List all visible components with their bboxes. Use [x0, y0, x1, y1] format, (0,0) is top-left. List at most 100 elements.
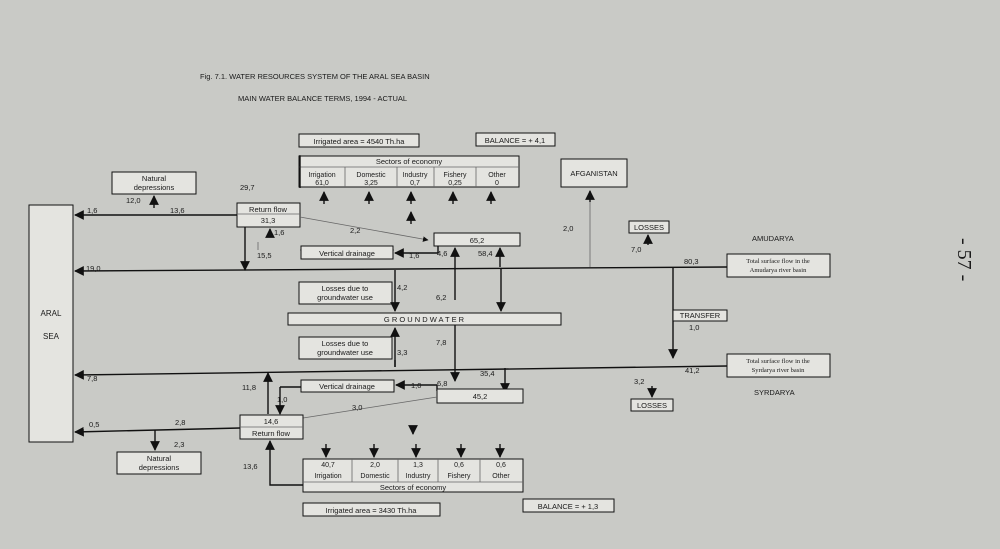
bottom-sector-other-value: 0,6	[496, 462, 506, 469]
transfer-box	[672, 309, 728, 322]
flow-value: 3,2	[634, 377, 644, 386]
flow-value: 29,7	[240, 183, 255, 192]
flow-value: 58,4	[478, 249, 493, 258]
syrdarya-source-line2: Syrdarya river basin	[752, 367, 805, 374]
flow-value: 2,2	[350, 226, 360, 235]
flow-value: 41,2	[685, 366, 700, 375]
flow-value: 1,0	[411, 381, 421, 390]
top-return-flow-value: 31,3	[261, 216, 276, 225]
figure-title: Fig. 7.1. WATER RESOURCES SYSTEM OF THE …	[200, 72, 430, 81]
flow-value: 6,2	[436, 293, 446, 302]
bottom-sector-other-name: Other	[492, 473, 510, 480]
top-sectors-box	[298, 155, 520, 188]
top-natural-depressions-box	[111, 171, 197, 195]
losses-groundwater-box-top	[298, 281, 393, 305]
flow-value: 4,2	[397, 283, 407, 292]
flow-value: 7,8	[436, 338, 446, 347]
aral-sea-box	[28, 204, 74, 443]
bottom-losses: LOSSES	[637, 401, 667, 410]
amudarya-label: AMUDARYA	[752, 234, 794, 243]
bottom-return-flow-value: 14,6	[264, 417, 279, 426]
top-sector-domestic-name: Domestic	[356, 172, 386, 179]
syrdarya-label: SYRDARYA	[754, 388, 795, 397]
top-sector-fishery-value: 0,25	[448, 180, 462, 187]
flow-value: 1,6	[409, 251, 419, 260]
flow-value: 19,0	[86, 264, 101, 273]
top-vertical-drainage-box	[300, 245, 394, 260]
bottom-losses-box	[630, 398, 674, 412]
flow-value: 35,4	[480, 369, 495, 378]
bottom-natural-depressions-box	[116, 451, 202, 475]
bottom-return-flow-label: Return flow	[252, 429, 291, 438]
top-sector-upward-arrows	[319, 191, 496, 224]
flow-value: 7,8	[87, 374, 97, 383]
flow-value: 2,3	[174, 440, 184, 449]
flow-value: 2,8	[175, 418, 185, 427]
bottom-irrigated-area-box	[302, 502, 441, 517]
top-losses-box	[628, 220, 670, 234]
bottom-node-value: 45,2	[473, 392, 488, 401]
bottom-sector-industry-name: Industry	[406, 473, 431, 480]
flow-value: 3,3	[397, 348, 407, 357]
top-sector-other-name: Other	[488, 172, 506, 179]
bottom-sector-downward-arrows	[321, 444, 505, 458]
flow-value: 4,6	[437, 249, 447, 258]
bottom-balance-box	[522, 498, 615, 513]
bottom-vertical-drainage: Vertical drainage	[319, 382, 375, 391]
flow-value: 1,6	[87, 206, 97, 215]
flow-value: 15,5	[257, 251, 272, 260]
bottom-balance: BALANCE = + 1,3	[538, 502, 598, 511]
syrdarya-source-line1: Total surface flow in the	[746, 358, 810, 365]
flow-value: 11,8	[242, 383, 256, 392]
flow-value: 13,6	[243, 462, 258, 471]
top-balance: BALANCE = + 4,1	[485, 136, 545, 145]
top-sector-irrigation-value: 61,0	[315, 180, 329, 187]
bottom-sector-fishery-name: Fishery	[448, 473, 471, 480]
flow-value: 12,0	[126, 196, 141, 205]
bottom-sector-irrigation-name: Irrigation	[314, 473, 341, 480]
flow-value: 7,0	[631, 245, 641, 254]
top-sector-industry-value: 0,7	[410, 180, 420, 187]
top-sector-domestic-value: 3,25	[364, 180, 378, 187]
top-return-flow-label: Return flow	[249, 205, 288, 214]
top-sector-fishery-name: Fishery	[444, 172, 467, 179]
afganistan-box	[560, 158, 628, 188]
losses-groundwater-top-line1: Losses due to	[322, 284, 369, 293]
bottom-sector-domestic-name: Domestic	[360, 473, 390, 480]
flow-value: 0,5	[89, 420, 99, 429]
top-vertical-drainage: Vertical drainage	[319, 249, 375, 258]
amudarya-source-line1: Total surface flow in the	[746, 258, 810, 265]
figure-subtitle: MAIN WATER BALANCE TERMS, 1994 - ACTUAL	[238, 94, 407, 103]
aral-sea-label-line1: ARAL	[41, 309, 62, 318]
bottom-node-box	[436, 388, 524, 404]
transfer-value: 1,0	[689, 323, 699, 332]
top-node-box	[433, 232, 521, 247]
top-losses: LOSSES	[634, 223, 664, 232]
losses-groundwater-bottom-line1: Losses due to	[322, 339, 369, 348]
losses-groundwater-top-line2: groundwater use	[317, 293, 373, 302]
amudarya-source-line2: Amudarya river basin	[750, 267, 807, 274]
losses-groundwater-box-bottom	[298, 336, 393, 360]
top-return-flow-box	[236, 202, 301, 228]
bottom-sector-industry-value: 1,3	[413, 462, 423, 469]
bottom-sectors-box	[302, 458, 524, 493]
top-balance-box	[475, 132, 556, 147]
top-sector-industry-name: Industry	[403, 172, 428, 179]
amudarya-source-box	[726, 253, 831, 278]
top-irrigated-area-box	[298, 133, 420, 148]
aral-sea-label-line2: SEA	[43, 332, 60, 341]
transfer-label: TRANSFER	[680, 311, 721, 320]
bottom-natural-depressions-line2: depressions	[139, 463, 180, 472]
flow-value: 80,3	[684, 257, 699, 266]
bottom-sector-fishery-value: 0,6	[454, 462, 464, 469]
top-irrigated-area: Irrigated area = 4540 Th.ha	[314, 137, 406, 146]
groundwater-label: G R O U N D W A T E R	[384, 315, 465, 324]
top-natural-depressions-line2: depressions	[134, 183, 175, 192]
bottom-sector-irrigation-value: 40,7	[321, 462, 335, 469]
flow-value: 6,8	[437, 379, 447, 388]
top-sector-other-value: 0	[495, 180, 499, 187]
flow-value: 3,0	[352, 403, 362, 412]
top-node-value: 65,2	[470, 236, 485, 245]
syrdarya-source-box	[726, 353, 831, 378]
